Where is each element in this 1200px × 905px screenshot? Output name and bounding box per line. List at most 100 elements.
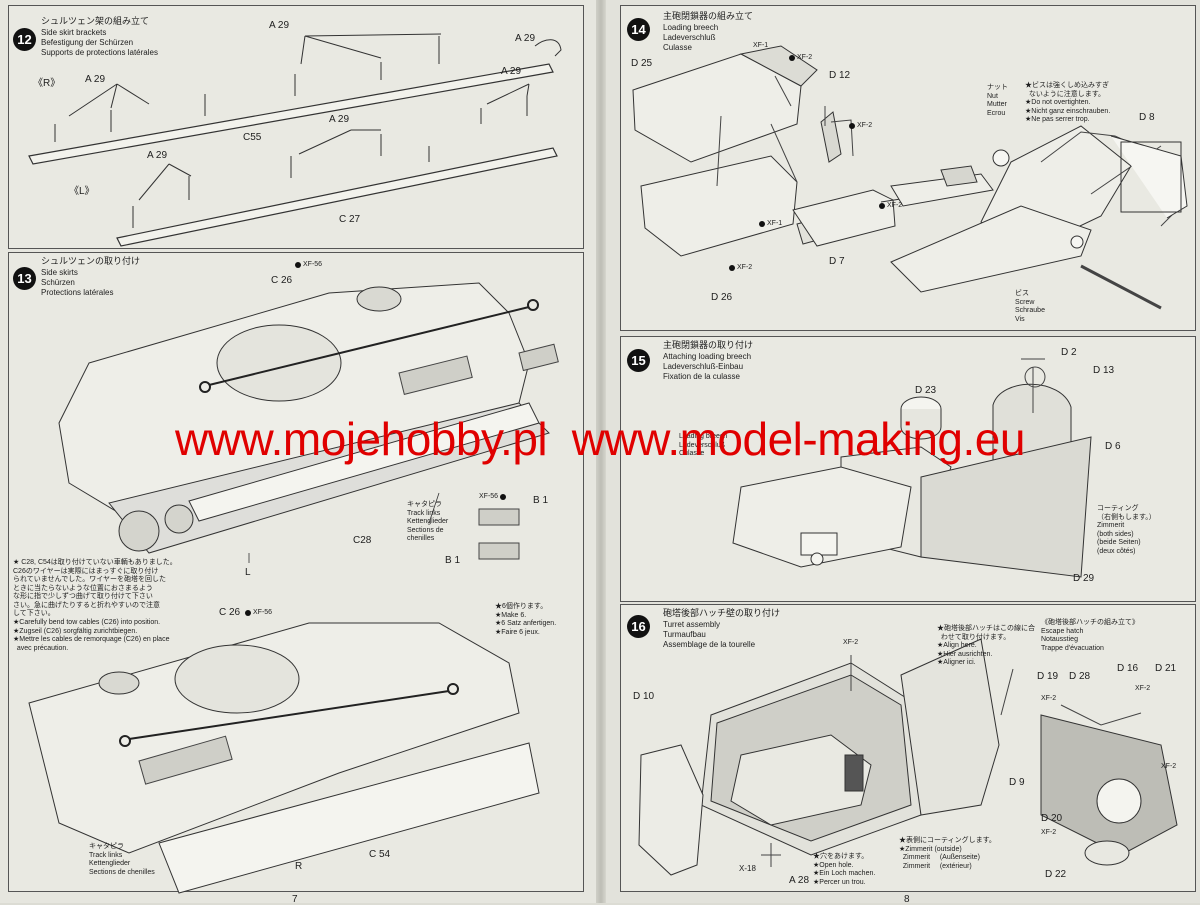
label-d29: D 29: [1073, 573, 1095, 584]
label-d21: D 21: [1155, 663, 1177, 674]
xf1-top: XF-1: [753, 42, 769, 49]
screw-label: ビス Screw Schraube Vis: [1015, 290, 1045, 323]
xf2-top: XF-2: [789, 54, 812, 61]
step-15-title-jp: 主砲閉鎖器の取り付け: [663, 340, 754, 350]
turret-assembly-drawing: [638, 638, 1178, 876]
label-d26: D 26: [711, 292, 733, 303]
label-x18: X-18: [739, 864, 756, 873]
label-d7: D 7: [829, 256, 845, 267]
track-links-label-2: キャタピラ Track links Kettenglieder Sections…: [89, 843, 155, 876]
label-d28: D 28: [1069, 671, 1091, 682]
label-d16: D 16: [1117, 663, 1139, 674]
align-note: ★砲塔後部ハッチはこの線に合 わせて取り付けます。 ★Align here. ★…: [937, 625, 1035, 666]
step-13-title-jp: シュルツェンの取り付け: [41, 256, 141, 266]
nut-label: ナット Nut Mutter Ecrou: [987, 84, 1008, 117]
step-12-title-de: Befestigung der Schürzen: [41, 38, 134, 47]
step-12-panel: 12 シュルツェン架の組み立て Side skirt brackets Befe…: [8, 5, 584, 249]
label-d13: D 13: [1093, 365, 1115, 376]
step-15-title-en: Attaching loading breech: [663, 352, 752, 361]
label-d9: D 9: [1009, 777, 1025, 788]
paint-dot: [759, 220, 765, 227]
label-a29-5: A 29: [329, 114, 350, 125]
xf2-hatch-b: XF-2: [1135, 685, 1151, 692]
step-14-title-en: Loading breech: [663, 23, 719, 32]
label-b1-2: B 1: [445, 555, 461, 566]
tank-hull-upper-drawing: [58, 282, 559, 563]
step-14-number: 14: [627, 18, 650, 41]
label-c27: C 27: [339, 214, 361, 225]
xf2-hatch-a: XF-2: [1041, 695, 1057, 702]
xf56-mid: XF-56: [479, 493, 507, 500]
xf2-turret-top: XF-2: [843, 639, 859, 646]
cable-note-jp: ★ C28, C54は取り付けていない車輌もありました。 C26のワイヤーは実際…: [13, 559, 177, 617]
step-15-title-de: Ladeverschluß-Einbau: [663, 362, 744, 371]
xf56-bottom: XF-56: [245, 609, 272, 616]
paint-dot: [245, 609, 251, 616]
step-14-title-de: Ladeverschluß: [663, 33, 716, 42]
xf2-right: XF-2: [879, 202, 902, 209]
step-16-title-en: Turret assembly: [663, 620, 721, 629]
xf2-hatch-c: XF-2: [1161, 763, 1177, 770]
step-14-title-jp: 主砲閉鎖器の組み立て: [663, 11, 754, 21]
step-16-title-fr: Assemblage de la tourelle: [663, 640, 756, 649]
xf2-mid: XF-2: [849, 122, 872, 129]
paint-dot: [500, 493, 507, 500]
paint-dot: [729, 264, 735, 271]
step-13-number: 13: [13, 267, 36, 290]
step-12-title-fr: Supports de protections latérales: [41, 48, 158, 57]
page-number-right: 8: [904, 894, 910, 905]
label-d23: D 23: [915, 385, 937, 396]
step-13-title-en: Side skirts: [41, 268, 78, 277]
cable-note-en: ★Carefully bend tow cables (C26) into po…: [13, 619, 170, 652]
zimmerit-note: ★表側にコーティングします。 ★Zimmerit (outside) Zimme…: [899, 837, 996, 870]
label-a29-1: A 29: [269, 20, 290, 31]
step-13-title-de: Schürzen: [41, 278, 75, 287]
label-d10: D 10: [633, 691, 655, 702]
label-d25: D 25: [631, 58, 653, 69]
side-skirt-bracket-drawing: [28, 33, 562, 247]
step-14-panel: 14 主砲閉鎖器の組み立て Loading breech Ladeverschl…: [620, 5, 1196, 331]
step-16-panel: 16 砲塔後部ハッチ壁の取り付け Turret assembly Turmauf…: [620, 604, 1196, 892]
label-d20: D 20: [1041, 813, 1063, 824]
tank-hull-lower-drawing: [28, 622, 540, 894]
xf56-top: XF-56: [295, 261, 322, 268]
label-c54: C 54: [369, 849, 391, 860]
label-d2: D 2: [1061, 347, 1077, 358]
label-a29-2: A 29: [515, 33, 536, 44]
coating-note: コーティング （右側もします。） Zimmerit (both sides) (…: [1097, 505, 1156, 555]
step-15-panel: 15 主砲閉鎖器の取り付け Attaching loading breech L…: [620, 336, 1196, 602]
label-d6: D 6: [1105, 441, 1121, 452]
step-16-title-de: Turmaufbau: [663, 630, 706, 639]
watermark-text: www.mojehobby.pl www.model-making.eu: [175, 413, 1025, 465]
label-r-side: 《R》: [33, 78, 61, 89]
page-gutter: [596, 0, 606, 903]
label-d8: D 8: [1139, 112, 1155, 123]
label-c26-bottom: C 26: [219, 607, 241, 618]
label-c55: C55: [243, 132, 262, 143]
xf2-hatch-e: XF-2: [1041, 829, 1057, 836]
label-l-side: 《L》: [69, 186, 95, 197]
xf1-bottom: XF-1: [759, 220, 782, 227]
step-12-title-en: Side skirt brackets: [41, 28, 107, 37]
step-13-panel: 13 シュルツェンの取り付け Side skirts Schürzen Prot…: [8, 252, 584, 894]
label-b1-1: B 1: [533, 495, 549, 506]
step-12-number: 12: [13, 28, 36, 51]
step-16-title-jp: 砲塔後部ハッチ壁の取り付け: [663, 608, 781, 618]
drill-note: ★穴をあけます。 ★Open hole. ★Ein Loch machen. ★…: [813, 853, 876, 886]
label-l: L: [245, 567, 251, 578]
make-six-note: ★6個作ります。 ★Make 6. ★6 Satz anfertigen. ★F…: [495, 603, 557, 636]
label-a28: A 28: [789, 875, 810, 886]
step-13-title-fr: Protections latérales: [41, 288, 114, 297]
breech-inset-label: Loading breech Ladeverschluß Culasse: [679, 433, 728, 457]
step-15-number: 15: [627, 349, 650, 372]
track-links-label-1: キャタピラ Track links Kettenglieder Sections…: [407, 501, 449, 542]
paint-dot: [295, 261, 301, 268]
label-r: R: [295, 861, 303, 872]
step-12-title-jp: シュルツェン架の組み立て: [41, 16, 150, 26]
page-number-left: 7: [292, 894, 298, 905]
breech-attachment-drawing: [732, 358, 1092, 578]
label-d19: D 19: [1037, 671, 1059, 682]
label-d22: D 22: [1045, 869, 1067, 880]
paint-dot: [849, 122, 855, 129]
overtighten-note: ★ビスは強くしめ込みすぎ ないように注意します。 ★Do not overtig…: [1025, 82, 1111, 123]
